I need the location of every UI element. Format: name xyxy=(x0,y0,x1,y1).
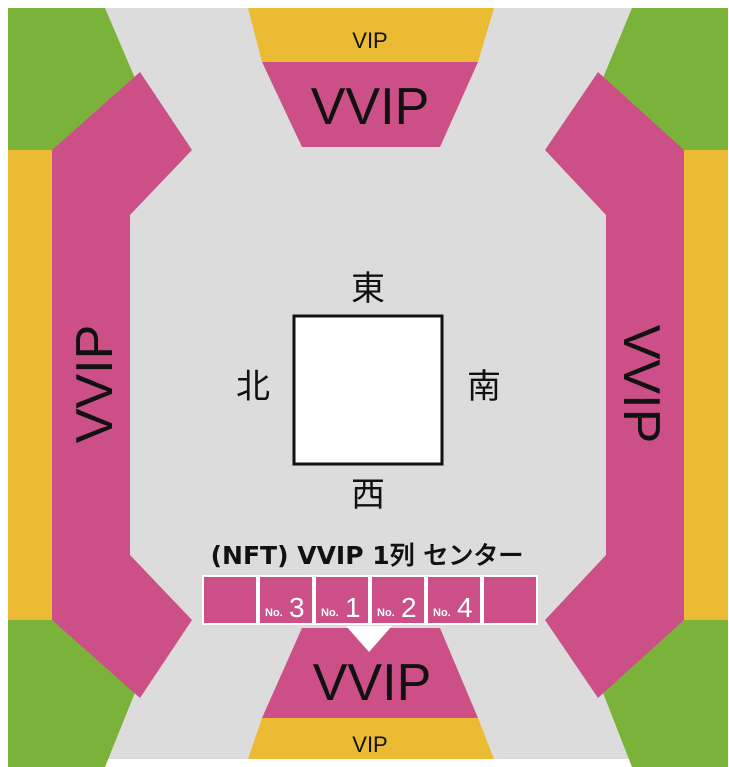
seat-box xyxy=(482,575,538,625)
section-vvip-right[interactable] xyxy=(545,72,684,698)
direction-south: 南 xyxy=(467,367,501,407)
label-vip-top: VIP xyxy=(352,28,387,53)
triangle-down-icon xyxy=(346,626,392,652)
label-vvip-top: VVIP xyxy=(311,78,430,136)
seat-cell[interactable]: No. 1 xyxy=(314,575,370,625)
section-vip-bottom[interactable] xyxy=(248,718,494,759)
seat-number: 2 xyxy=(401,592,417,623)
seat-box xyxy=(314,575,370,625)
seat-no-prefix: No. xyxy=(377,607,395,619)
seat-number: 1 xyxy=(345,592,361,623)
seat-number: 4 xyxy=(457,592,473,623)
corner-block-bottom-right xyxy=(598,620,728,767)
seat-box xyxy=(202,575,258,625)
seat-box xyxy=(258,575,314,625)
corner-block-bottom-left xyxy=(8,620,140,767)
section-vvip-left[interactable] xyxy=(52,72,192,698)
ring xyxy=(292,314,444,466)
label-vip-bottom: VIP xyxy=(352,732,387,757)
seat-cell[interactable]: No. 4 xyxy=(426,575,482,625)
seat-no-prefix: No. xyxy=(321,607,339,619)
seat-box xyxy=(370,575,426,625)
section-vip-left[interactable] xyxy=(8,150,52,620)
label-vvip-right: VVIP xyxy=(612,325,670,444)
seat-cell[interactable]: No. 3 xyxy=(258,575,314,625)
seat-box xyxy=(426,575,482,625)
seat-cell[interactable] xyxy=(482,575,538,625)
seat-no-prefix: No. xyxy=(265,607,283,619)
direction-north: 北 xyxy=(236,367,270,407)
section-vip-right[interactable] xyxy=(684,150,728,620)
label-vvip-bottom: VVIP xyxy=(313,654,432,712)
section-vvip-bottom[interactable] xyxy=(262,628,478,718)
label-vvip-left: VVIP xyxy=(66,325,124,444)
section-vvip-top[interactable] xyxy=(262,62,478,147)
direction-west: 西 xyxy=(351,475,385,515)
nft-row-title: (NFT) VVIP 1列 センター xyxy=(211,541,524,570)
nft-seat-row: No. 3 No. 1 No. 2 No. 4 xyxy=(202,575,538,625)
corner-block-top-left xyxy=(8,8,140,150)
direction-east: 東 xyxy=(351,269,385,309)
seat-cell[interactable] xyxy=(202,575,258,625)
corner-block-top-right xyxy=(598,8,728,150)
seat-no-prefix: No. xyxy=(433,607,451,619)
section-vip-top[interactable] xyxy=(248,8,494,62)
seat-number: 3 xyxy=(289,592,305,623)
seat-cell[interactable]: No. 2 xyxy=(370,575,426,625)
